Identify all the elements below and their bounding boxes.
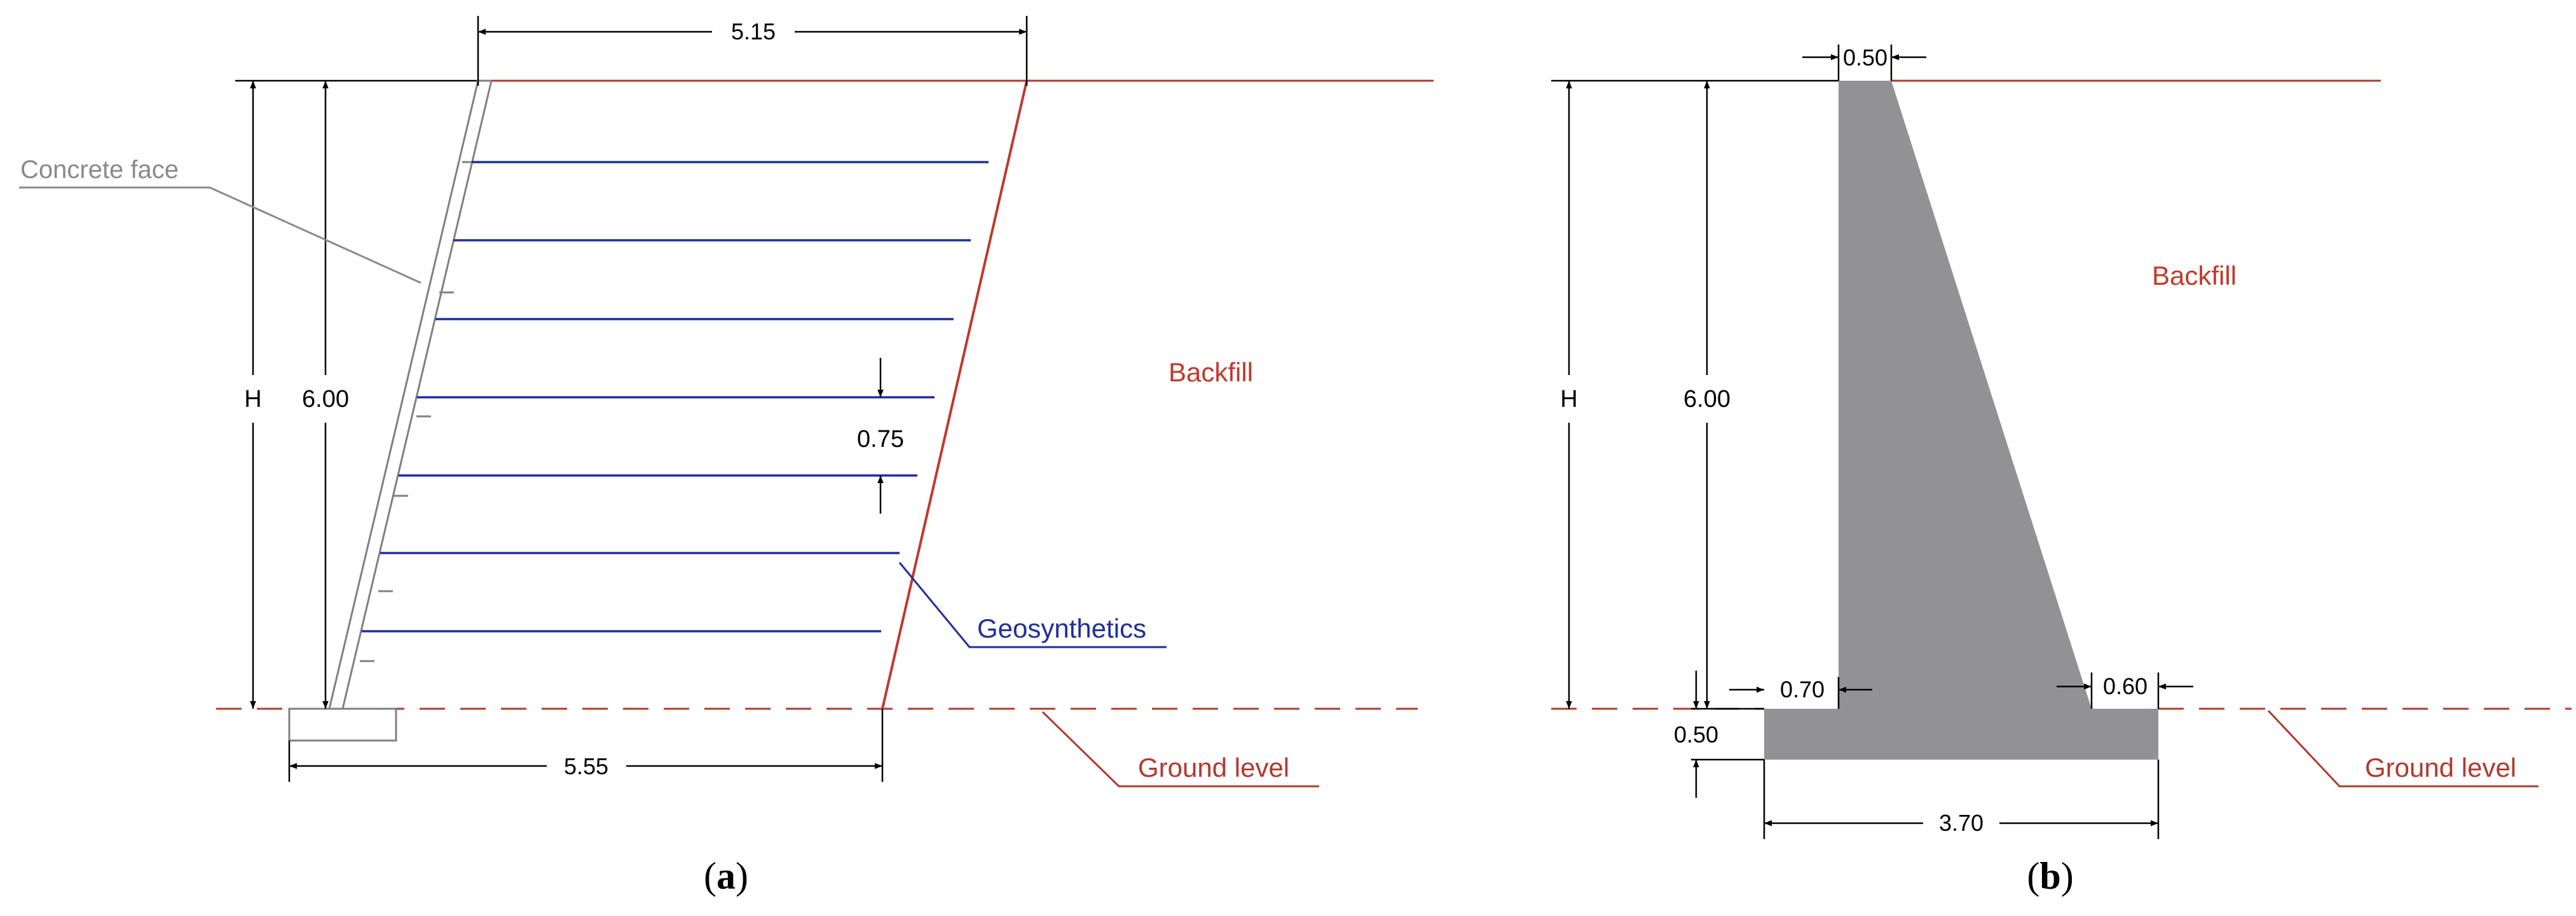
panel-a-geosynthetics — [362, 161, 989, 632]
panel-a-ground-leader — [1041, 711, 1319, 788]
panel-a-dim-spacing-label: 0.75 — [857, 426, 904, 453]
panel-a-concrete-facing — [328, 79, 493, 709]
panel-a-geosynthetics-leader — [898, 562, 1167, 648]
panel-a-dim-top-width-label: 5.15 — [731, 18, 776, 44]
panel-b-dim-top-width-label: 0.50 — [1843, 44, 1887, 71]
panel-b-ground-label: Ground level — [2365, 753, 2516, 783]
panel-b-dim-height-label: 6.00 — [1683, 386, 1730, 413]
panel-b-dim-base-thickness — [1691, 671, 1764, 798]
panel-a-backfill-boundary — [881, 80, 1028, 709]
panel-a-dim-h-label: H — [244, 386, 261, 413]
panel-b-dim-h-label: H — [1560, 386, 1577, 413]
panel-b-ground-leader — [2267, 709, 2538, 788]
panel-a-ground-label: Ground level — [1138, 753, 1289, 783]
panel-a-backfill-label: Backfill — [1168, 357, 1253, 387]
panel-b-dim-base-width-label: 3.70 — [1939, 810, 1983, 836]
panel-a-geosynthetics-label: Geosynthetics — [977, 613, 1146, 643]
panel-a-leveling-pad — [288, 708, 397, 742]
panel-a-concrete-face-label: Concrete face — [20, 156, 179, 184]
panel-a-dim-bottom-width-label: 5.55 — [564, 753, 608, 779]
panel-a-concrete-face-leader — [19, 186, 421, 284]
panel-b-dim-toe — [1729, 677, 1872, 709]
panel-a-dim-bottom-width — [288, 709, 884, 782]
panel-b-dim-heel-label: 0.60 — [2103, 673, 2148, 699]
panel-b-dim-base-width — [1763, 760, 2160, 839]
panel-b-concrete-wall — [1764, 81, 2158, 760]
panel-b-caption: (b) — [2027, 855, 2073, 897]
panel-a-dim-top-width — [477, 16, 1028, 86]
panel-b-backfill-label: Backfill — [2152, 261, 2237, 291]
panel-b-dim-toe-label: 0.70 — [1780, 676, 1825, 702]
panel-a-dim-height-label: 6.00 — [302, 386, 349, 413]
panel-a: 5.15 H 6.00 0.75 5.55 Concrete face — [19, 16, 1434, 897]
panel-b-dim-heel — [2057, 673, 2193, 709]
panel-b-dim-top-width — [1802, 44, 1926, 81]
panel-a-caption: (a) — [704, 855, 748, 897]
panel-b-dim-base-thickness-label: 0.50 — [1674, 721, 1718, 748]
panel-b: 0.50 H 6.00 0.70 0.60 — [1551, 44, 2572, 897]
